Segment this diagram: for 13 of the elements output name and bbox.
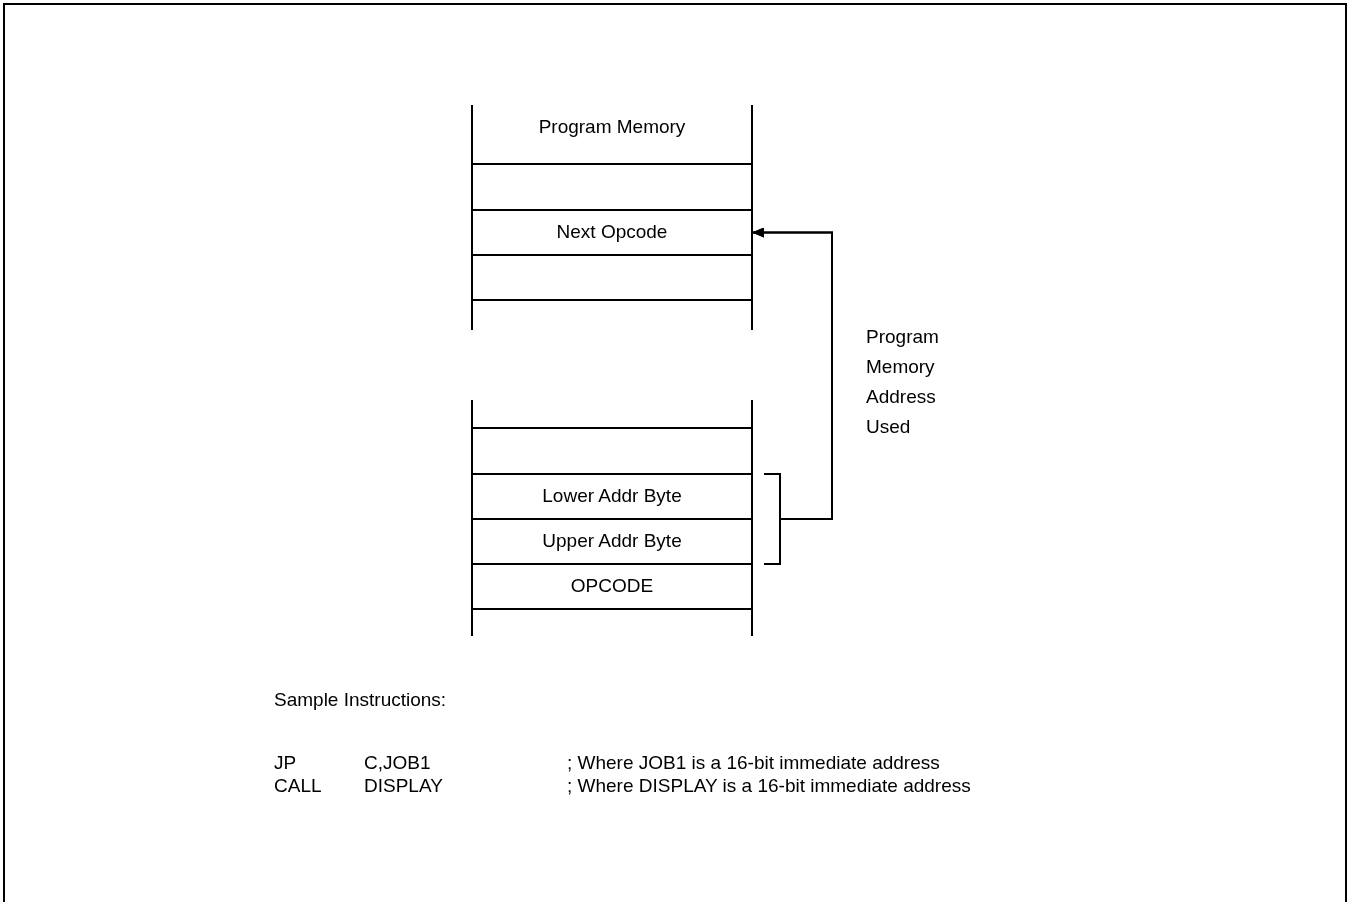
instruction-operand: DISPLAY (364, 774, 443, 798)
memory-title: Program Memory (537, 115, 687, 139)
instruction-comment: ; Where JOB1 is a 16-bit immediate address (567, 751, 940, 775)
instruction-mnemonic: JP (274, 751, 297, 775)
arrow-caption: Program Memory Address Used (866, 325, 940, 439)
instruction-operand: C,JOB1 (364, 751, 431, 775)
instruction-comment: ; Where DISPLAY is a 16-bit immediate address (567, 774, 971, 798)
instruction-mnemonic: CALL (274, 774, 322, 798)
memory-cell: Lower Addr Byte (472, 473, 752, 520)
memory-cell: Next Opcode (472, 209, 752, 256)
memory-cell: OPCODE (472, 563, 752, 610)
memory-cell: Upper Addr Byte (472, 518, 752, 565)
section-heading: Sample Instructions: (274, 688, 447, 712)
